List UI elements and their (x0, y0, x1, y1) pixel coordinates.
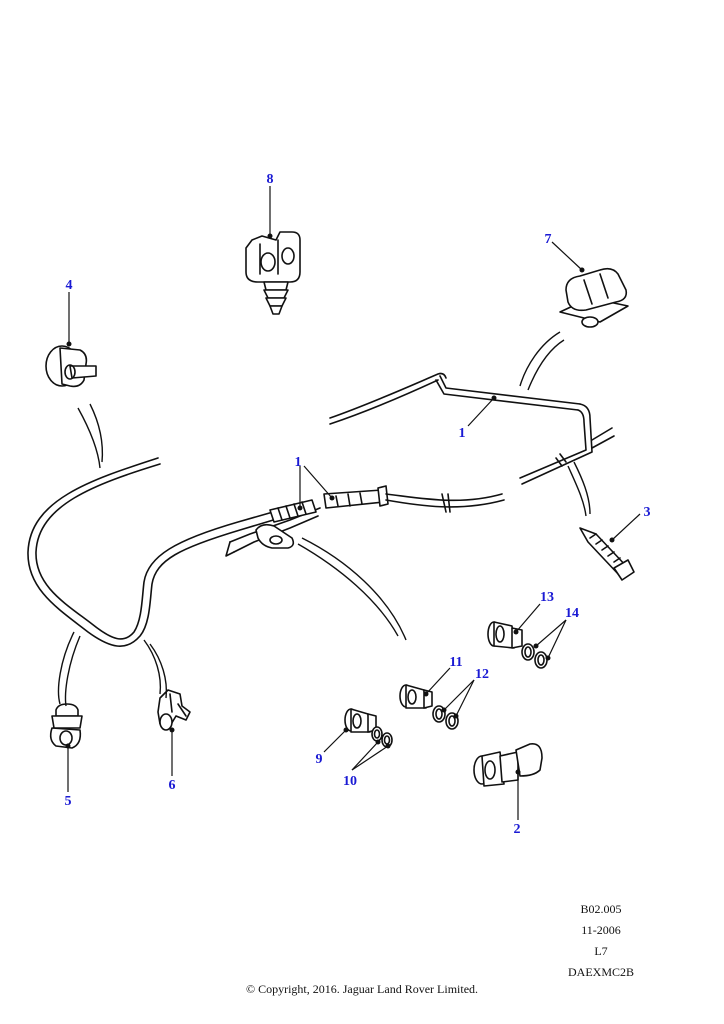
reference-level: L7 (594, 944, 608, 958)
leader-lines (65, 186, 641, 820)
callout-11: 11 (449, 655, 462, 670)
callout-13: 13 (540, 590, 554, 605)
callout-labels: 8 7 4 1 1 3 13 14 11 12 9 10 2 5 6 (65, 172, 651, 837)
part-11-connector (399, 684, 433, 709)
part-9-connector (344, 708, 377, 733)
pipe-upper-frame (329, 372, 615, 485)
reference-date: 11-2006 (581, 923, 621, 937)
callout-8: 8 (267, 172, 274, 187)
part-8-double-clip (245, 231, 301, 315)
callout-6: 6 (169, 778, 176, 793)
part-7-pipe-clip (559, 267, 629, 328)
callout-14: 14 (565, 606, 579, 621)
callout-5: 5 (65, 794, 72, 809)
part-6-clip (157, 689, 191, 731)
callout-12: 12 (475, 667, 489, 682)
callout-7: 7 (545, 232, 552, 247)
callout-1-upper: 1 (459, 426, 466, 441)
callout-1-middle: 1 (295, 455, 302, 470)
swoosh-lines (57, 331, 591, 707)
callout-4: 4 (66, 278, 73, 293)
part-5-clip (49, 703, 83, 749)
part-4-clip (45, 345, 97, 388)
part-3-bolt (579, 527, 635, 581)
part-12-o-rings (432, 705, 459, 730)
callout-3: 3 (644, 505, 651, 520)
callout-9: 9 (316, 752, 323, 767)
callout-10: 10 (343, 774, 357, 789)
reference-drawing-id: DAEXMC2B (567, 965, 634, 979)
part-13-connector (487, 621, 523, 649)
reference-code: B02.005 (580, 902, 622, 916)
pipe-left-loop (27, 457, 281, 647)
copyright-notice: © Copyright, 2016. Jaguar Land Rover Lim… (245, 982, 479, 996)
hose-section-1 (323, 485, 505, 513)
pipe-center-junction (225, 499, 321, 557)
callout-2: 2 (514, 822, 521, 837)
part-2-inline-connector (473, 742, 543, 787)
